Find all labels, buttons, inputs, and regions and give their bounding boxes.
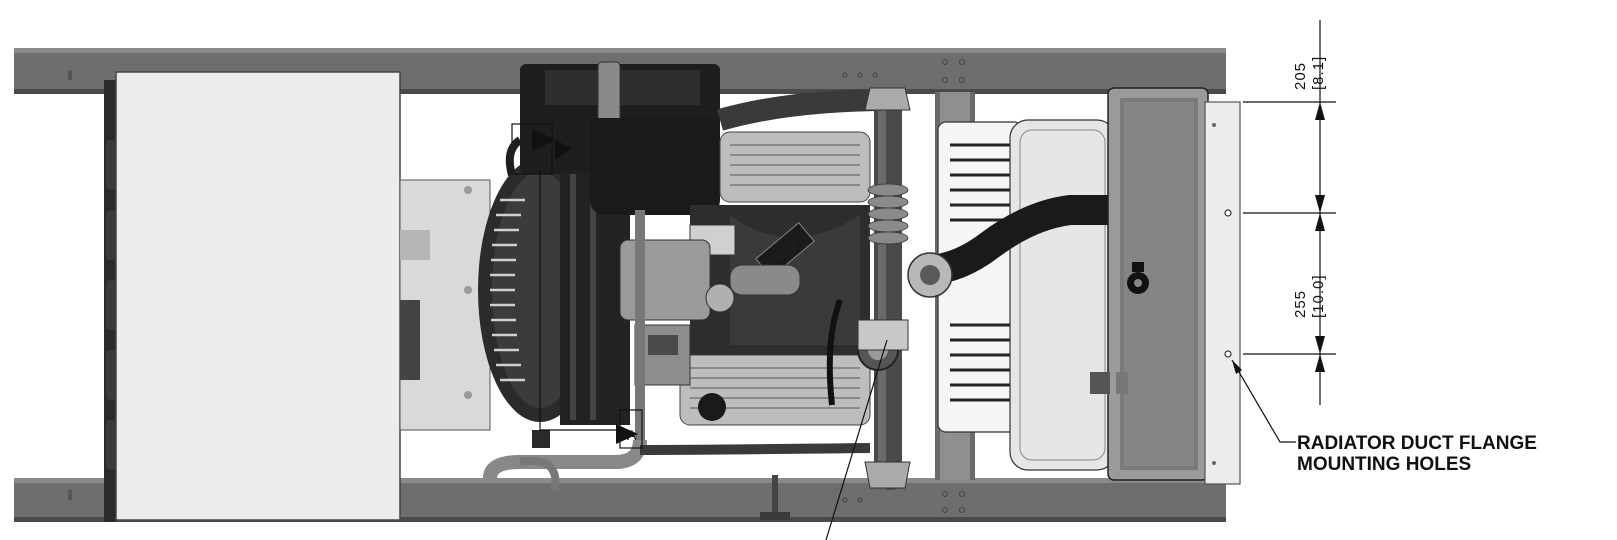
- dimension-205: 205 [8.1]: [1292, 56, 1327, 90]
- dimension-255-alt: [10.0]: [1310, 274, 1327, 318]
- engine-block: GM16903: [483, 89, 891, 520]
- upper-cylinder-head: [719, 131, 871, 203]
- duct-flange-mounting-hole: [1224, 350, 1232, 358]
- callout-line-2: MOUNTING HOLES: [1297, 454, 1471, 475]
- dimension-205-value: 205: [1292, 62, 1309, 90]
- dimension-205-alt: [8.1]: [1310, 56, 1327, 90]
- control-box: [104, 71, 401, 522]
- callout-leader: [1231, 359, 1296, 443]
- section-marker-a: A: [532, 128, 643, 449]
- dimension-arrows: [1315, 102, 1325, 372]
- control-box-panel: [115, 71, 401, 521]
- coolant-pipe: [857, 87, 911, 490]
- radiator-duct-flange: [1204, 101, 1241, 485]
- air-cleaner: [505, 61, 720, 215]
- fan-guard: [937, 119, 1116, 471]
- dimension-255: 255 [10.0]: [1292, 274, 1327, 318]
- duct-flange-mounting-hole: [1224, 209, 1232, 217]
- callout-line-1: RADIATOR DUCT FLANGE: [1297, 433, 1537, 454]
- radiator: [1090, 87, 1209, 481]
- section-marker-label: A: [627, 427, 637, 443]
- oil-filler-cap: [698, 393, 726, 421]
- dimension-255-value: 255: [1292, 290, 1309, 318]
